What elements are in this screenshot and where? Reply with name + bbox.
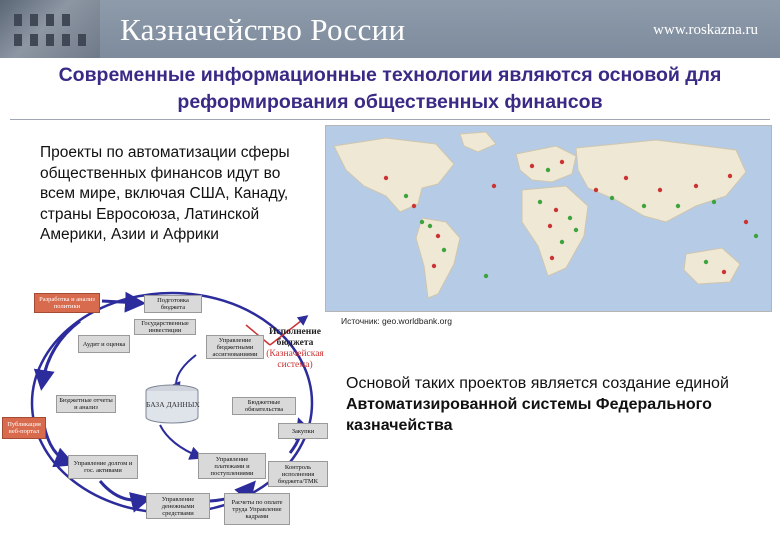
box-accounting: Управление денежными средствами — [146, 493, 210, 519]
exec-label: Исполнение бюджета (Казначейская система… — [264, 327, 326, 371]
world-map-svg — [333, 131, 759, 299]
slide-title-line-2: реформирования общественных финансов — [177, 91, 603, 113]
slide-title: Современные информационные технологии яв… — [20, 62, 760, 116]
box-payroll: Расчеты по оплате труда Управление кадра… — [224, 493, 290, 525]
conclusion-bold: Автоматизированной системы Федерального … — [346, 396, 712, 434]
conclusion-text: Основой таких проектов является создание… — [346, 373, 766, 436]
building-logo-image — [0, 0, 100, 58]
box-policy: Разработка и анализ политики — [34, 293, 100, 313]
box-cash: Управление платежами и поступлениями — [198, 453, 266, 479]
box-commitment: Контроль исполнения бюджета/ТМК — [268, 461, 328, 487]
box-budget-obligations: Бюджетные обязательства — [232, 397, 296, 415]
database-label: БАЗА ДАННЫХ — [146, 400, 200, 409]
map-pins — [383, 159, 759, 279]
box-budget-mgmt: Управление бюджетными ассигнованиями — [206, 335, 264, 359]
box-audit: Аудит и оценка — [78, 335, 130, 353]
box-procurement: Закупки — [278, 423, 328, 439]
box-debt: Управление долгом и гос. активами — [68, 455, 138, 479]
box-budget-prep: Подготовка бюджета — [144, 295, 202, 313]
treasury-cycle-diagram: Разработка и анализ политики Подготовка … — [0, 285, 340, 540]
map-source: Источник: geo.worldbank.org — [341, 316, 452, 326]
header-url: www.roskazna.ru — [653, 22, 758, 38]
exec-subtitle: (Казначейская система) — [266, 349, 324, 370]
header-title: Казначейство России — [120, 12, 406, 47]
box-state-investment: Государственные инвестиции — [134, 319, 196, 335]
box-reporting: Бюджетные отчеты и анализ — [56, 395, 116, 413]
header-bar: Казначейство России www.roskazna.ru — [0, 0, 780, 58]
world-map — [325, 125, 772, 312]
slide-title-line-1: Современные информационные технологии яв… — [58, 64, 722, 86]
box-publication: Публикация веб-портал — [2, 417, 46, 439]
intro-text: Проекты по автоматизации сферы обществен… — [40, 144, 290, 243]
title-divider — [10, 119, 770, 120]
conclusion-prefix: Основой таких проектов является создание… — [346, 375, 729, 392]
exec-title: Исполнение бюджета — [269, 327, 321, 348]
